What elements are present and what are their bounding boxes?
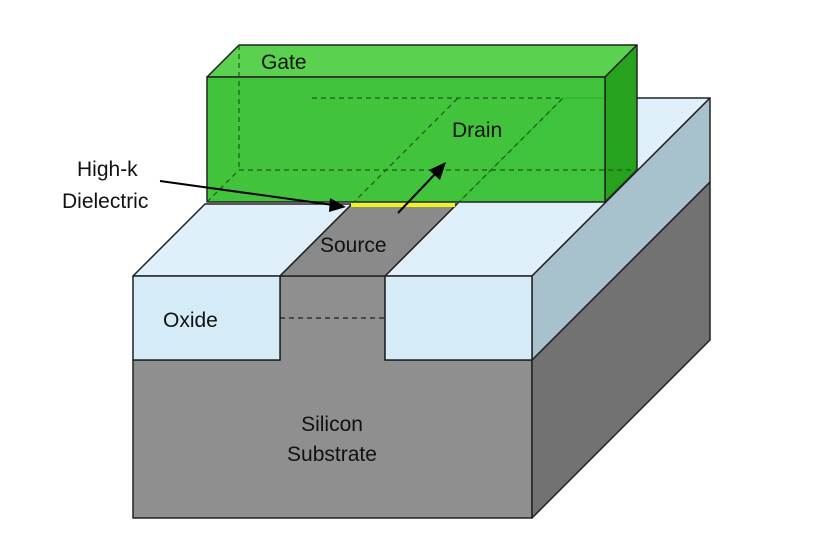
oxide-label: Oxide [163, 309, 218, 332]
gate-label: Gate [261, 51, 307, 74]
oxide-layer [132, 97, 711, 361]
high-k-arrowhead [329, 198, 346, 212]
arrows [159, 162, 446, 214]
oxide-front-right [384, 275, 533, 361]
gate-front-face [206, 76, 606, 203]
high-k-arrow [159, 180, 334, 206]
drain-label: Drain [452, 119, 502, 142]
substrate-label-line2: Substrate [287, 443, 377, 466]
channel-hidden-region [312, 97, 564, 205]
high-k-label-line2: Dielectric [62, 190, 148, 213]
drain-arrowhead [429, 162, 446, 180]
drain-arrow [397, 172, 437, 214]
high-k-label-line1: High-k [77, 158, 138, 181]
substrate-label-line1: Silicon [301, 413, 363, 436]
source-label: Source [320, 234, 387, 257]
oxide-front-left [132, 275, 281, 361]
